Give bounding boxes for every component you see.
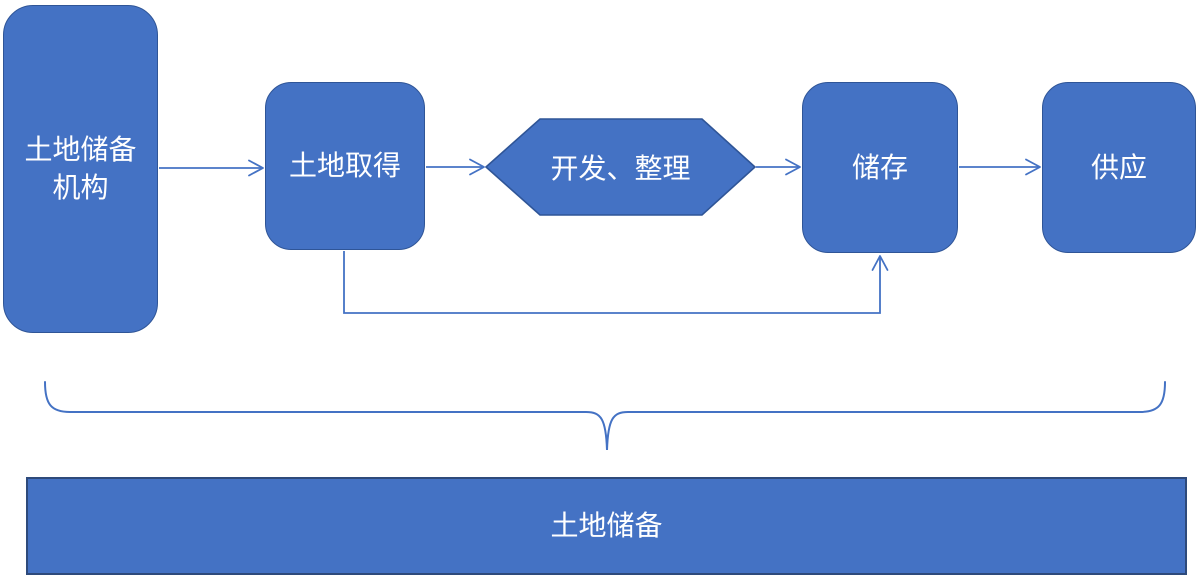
node-acquisition: 土地取得 (265, 82, 425, 250)
hexagon-develop-shape (484, 118, 757, 216)
node-supply: 供应 (1042, 82, 1196, 253)
node-agency-label-line2: 机构 (52, 172, 109, 203)
arrow-storage-to-supply (959, 158, 1041, 176)
node-acquisition-label: 土地取得 (288, 150, 401, 182)
footer-bar-label: 土地储备 (550, 510, 663, 542)
arrow-develop-to-storage (756, 158, 801, 176)
arrow-acquisition-to-storage-feedback (343, 251, 889, 314)
arrow-acquisition-to-develop (426, 158, 485, 176)
node-agency-label-line1: 土地储备 (24, 134, 137, 166)
node-storage-label: 储存 (851, 151, 908, 183)
arrow-agency-to-acquisition (159, 159, 264, 177)
node-agency-label: 土地储备 机构 (24, 131, 136, 207)
node-supply-label: 供应 (1090, 151, 1147, 183)
footer-bar: 土地储备 (26, 477, 1187, 575)
node-agency: 土地储备 机构 (3, 5, 158, 333)
curly-brace (44, 381, 1166, 451)
node-storage: 储存 (802, 82, 958, 253)
